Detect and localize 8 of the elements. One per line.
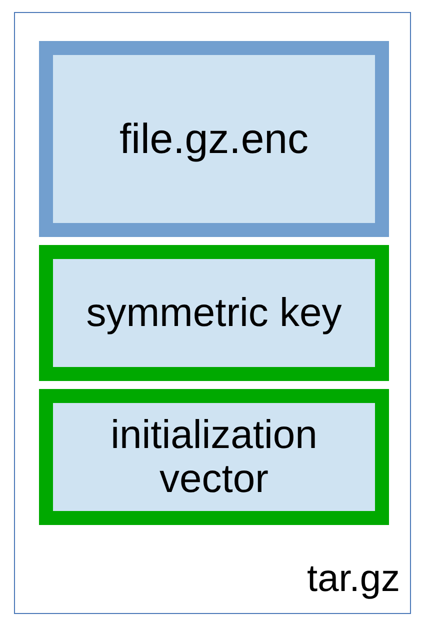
box-label: initialization vector — [110, 413, 318, 501]
content-box — [39, 389, 389, 525]
content-box — [39, 41, 389, 237]
container-box — [14, 12, 411, 614]
box-label: file.gz.enc — [118, 116, 310, 162]
box-label: tar.gz — [307, 559, 400, 601]
content-box — [39, 245, 389, 381]
box-label: symmetric key — [85, 291, 343, 335]
